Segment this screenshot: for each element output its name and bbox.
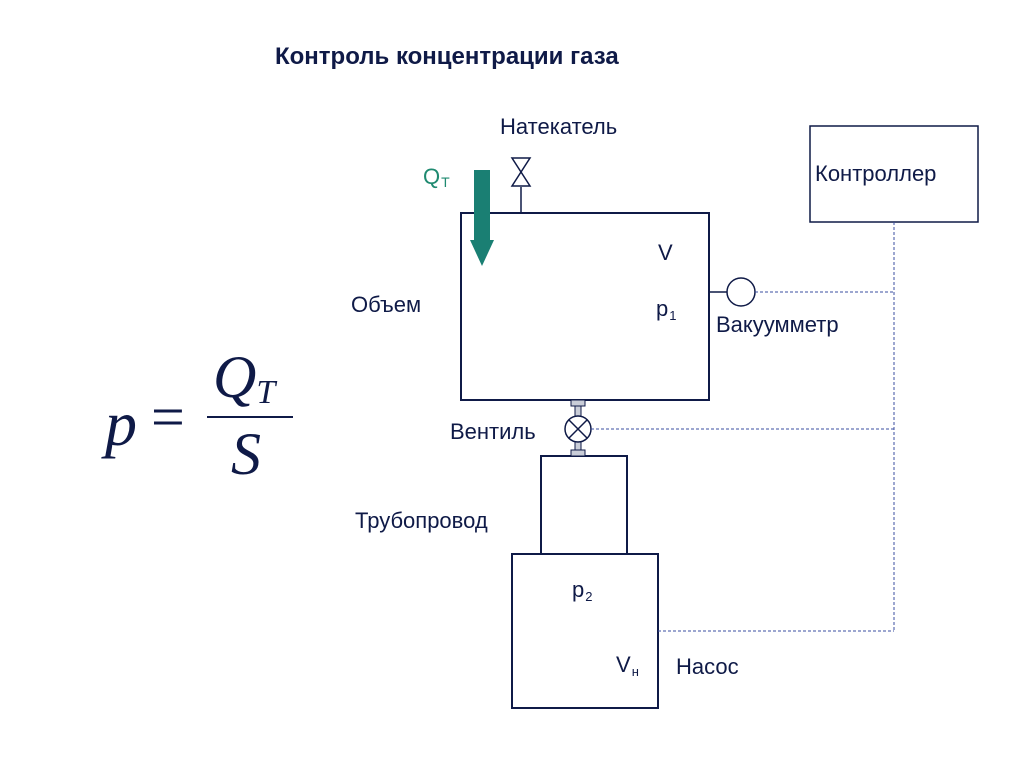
pump-volume-label: Vн (616, 652, 639, 679)
signal-lines (591, 222, 895, 632)
leak-valve-label: Натекатель (500, 114, 618, 139)
pipeline-box (540, 455, 628, 555)
pump-pressure-label: p2 (572, 577, 592, 604)
vacuum-gauge-label: Вакуумметр (716, 312, 839, 337)
chamber-pressure-label: p1 (656, 296, 676, 323)
formula-numerator-subscript: T (256, 374, 276, 411)
leak-valve-icon (510, 157, 532, 212)
pump-volume-subscript: н (631, 664, 639, 679)
formula-fraction-bar (207, 416, 293, 418)
chamber-label: Объем (351, 292, 422, 317)
pipeline-label: Трубопровод (355, 508, 488, 533)
pump-label: Насос (676, 654, 739, 679)
formula-numerator-symbol: Q (213, 344, 257, 410)
page-title: Контроль концентрации газа (275, 43, 619, 70)
formula-denominator: S (231, 421, 261, 487)
chamber-pressure-subscript: 1 (669, 308, 677, 323)
controller-label: Контроллер (815, 161, 937, 186)
formula-equals: = (151, 384, 185, 450)
chamber-volume-label: V (658, 240, 673, 265)
flow-label: QТ (423, 164, 450, 190)
pump-volume-symbol: V (616, 652, 631, 677)
valve-label: Вентиль (450, 419, 536, 444)
formula: p = QT S (105, 343, 305, 495)
flow-arrow-icon (470, 170, 494, 266)
pump-pressure-symbol: p (572, 577, 585, 602)
valve-icon (564, 399, 592, 457)
flow-symbol: Q (423, 164, 441, 189)
pump-pressure-subscript: 2 (585, 589, 593, 604)
formula-numerator: QT (213, 343, 275, 412)
flow-subscript: Т (441, 174, 450, 190)
gauge-icon (710, 277, 756, 307)
chamber-pressure-symbol: p (656, 296, 669, 321)
formula-lhs: p (105, 388, 137, 459)
